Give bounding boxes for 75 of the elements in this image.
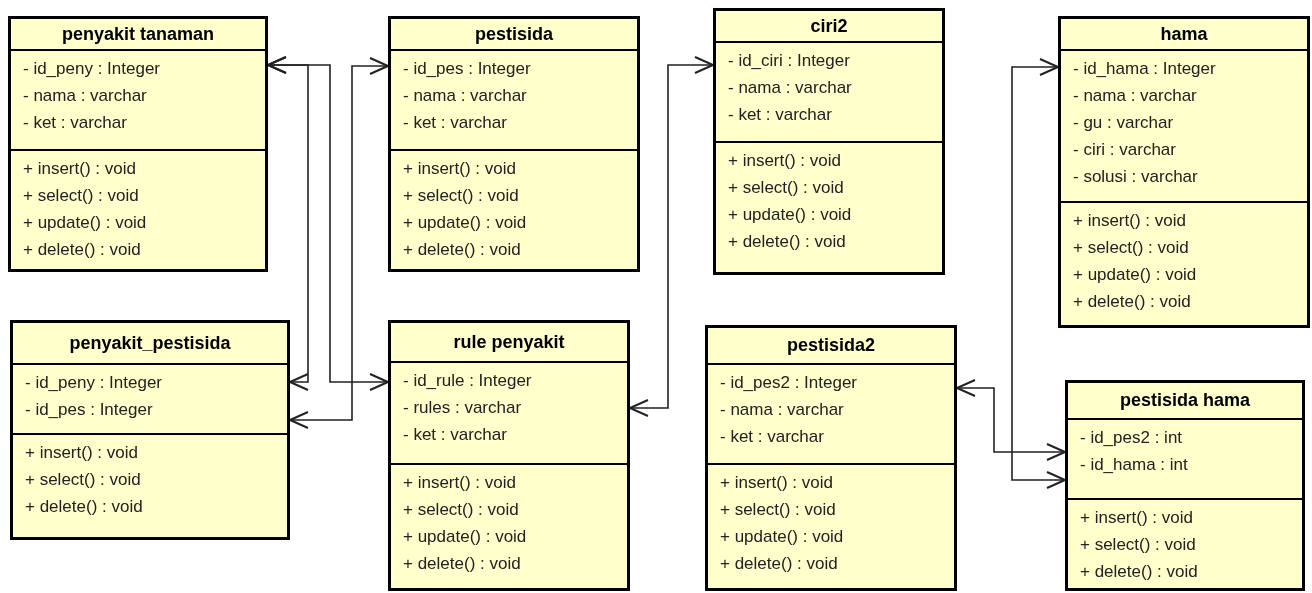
operation-text: + select() : void [1073, 237, 1190, 259]
attribute-text: - id_pes : Integer [25, 399, 154, 421]
operation-text: + select() : void [23, 185, 140, 207]
attribute-text: - id_ciri : Integer [728, 50, 851, 72]
attribute-text: - ket : varchar [728, 104, 833, 126]
operation-text: + delete() : void [728, 231, 847, 253]
class-name: pestisida hama [1119, 389, 1251, 412]
operation-text: + insert() : void [1073, 210, 1187, 232]
operation-text: + delete() : void [1080, 561, 1199, 583]
operation-text: + update() : void [23, 212, 148, 234]
operation-text: + select() : void [720, 499, 837, 521]
class-box [388, 16, 640, 272]
operation-text: + update() : void [403, 526, 528, 548]
association-arrow [1011, 58, 1066, 489]
operation-text: + insert() : void [720, 472, 834, 494]
attribute-text: - ket : varchar [720, 426, 825, 448]
class-box [713, 8, 945, 275]
operation-text: + insert() : void [403, 472, 517, 494]
operation-text: + select() : void [728, 177, 845, 199]
class-name: hama [1160, 22, 1208, 46]
operation-text: + select() : void [25, 469, 142, 491]
operation-text: + insert() : void [728, 150, 842, 172]
operation-text: + delete() : void [720, 553, 839, 575]
operation-text: + delete() : void [1073, 291, 1192, 313]
attribute-text: - id_hama : Integer [1073, 58, 1217, 80]
class-name: pestisida2 [786, 334, 875, 357]
attribute-text: - ket : varchar [403, 112, 508, 134]
class-box [705, 325, 957, 591]
operation-text: + insert() : void [25, 442, 139, 464]
attribute-text: - solusi : varchar [1073, 166, 1199, 188]
attribute-text: - id_hama : int [1080, 454, 1189, 476]
operation-text: + delete() : void [403, 553, 522, 575]
attribute-text: - id_pes2 : int [1080, 427, 1184, 449]
attribute-text: - ket : varchar [403, 424, 508, 446]
association-arrow [289, 57, 389, 429]
class-box [1058, 16, 1310, 328]
operation-text: + update() : void [403, 212, 528, 234]
operation-text: + delete() : void [25, 496, 144, 518]
class-box [388, 320, 630, 591]
class-name: rule penyakit [453, 330, 565, 354]
operation-text: + delete() : void [403, 239, 522, 261]
attribute-text: - gu : varchar [1073, 112, 1175, 134]
operation-text: + delete() : void [23, 239, 142, 261]
attribute-text: - id_peny : Integer [25, 372, 164, 394]
operation-text: + insert() : void [403, 158, 517, 180]
operation-text: + insert() : void [23, 158, 137, 180]
attribute-text: - nama : varchar [403, 85, 528, 107]
class-box [8, 16, 268, 272]
operation-text: + update() : void [728, 204, 853, 226]
operation-text: + insert() : void [1080, 507, 1194, 529]
operation-text: + update() : void [1073, 264, 1198, 286]
class-box [10, 320, 290, 540]
attribute-text: - nama : varchar [720, 399, 845, 421]
operation-text: + select() : void [403, 185, 520, 207]
class-box [1065, 380, 1305, 591]
association-arrow [956, 379, 1066, 461]
association-arrow [267, 56, 389, 391]
attribute-text: - rules : varchar [403, 397, 523, 419]
attribute-text: - nama : varchar [1073, 85, 1198, 107]
attribute-text: - id_rule : Integer [403, 370, 533, 392]
association-arrow [629, 56, 714, 417]
attribute-text: - nama : varchar [23, 85, 148, 107]
operation-text: + select() : void [1080, 534, 1197, 556]
attribute-text: - id_pes2 : Integer [720, 372, 859, 394]
class-name: pestisida [475, 22, 553, 46]
operation-text: + select() : void [403, 499, 520, 521]
class-name: ciri2 [810, 14, 848, 38]
attribute-text: - ciri : varchar [1073, 139, 1177, 161]
class-name: penyakit tanaman [61, 22, 215, 46]
attribute-text: - id_peny : Integer [23, 58, 162, 80]
operation-text: + update() : void [720, 526, 845, 548]
attribute-text: - id_pes : Integer [403, 58, 532, 80]
class-name: penyakit_pestisida [69, 331, 231, 355]
attribute-text: - nama : varchar [728, 77, 853, 99]
attribute-text: - ket : varchar [23, 112, 128, 134]
